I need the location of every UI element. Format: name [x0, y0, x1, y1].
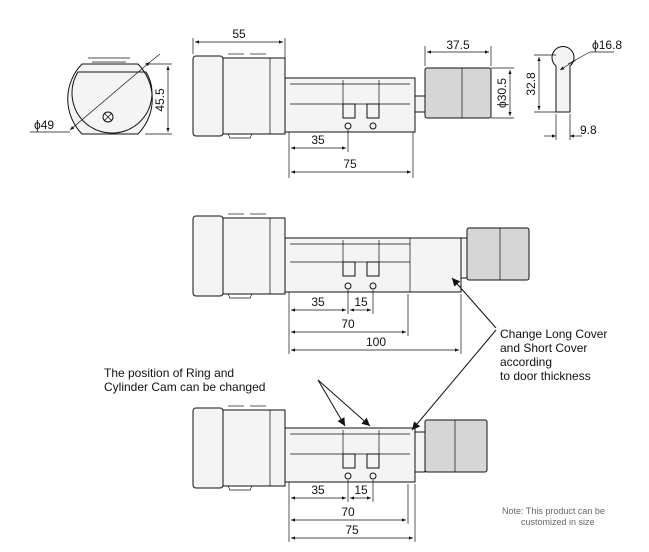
bot-screw-hole-1: [344, 472, 352, 480]
mid-handle-body: [222, 217, 286, 295]
top-dim-75-label: 75: [343, 157, 357, 171]
profile-outline: [551, 46, 575, 113]
note-line-2: customized in size: [521, 517, 595, 527]
profile-height-label: 32.8: [524, 72, 538, 96]
cover-note-line-2: and Short Cover: [500, 341, 587, 355]
dim-37-5-label: 37.5: [446, 38, 470, 52]
cover-annotation: Change Long Cover and Short Cover accord…: [411, 277, 607, 431]
mid-knob-neck: [460, 237, 468, 279]
front-view-diameter-ext: [149, 53, 161, 63]
top-screw-hole-2: [369, 122, 377, 130]
top-cam-2: [366, 103, 380, 119]
mid-handle-foot: [227, 293, 253, 299]
cover-note-line-4: to door thickness: [500, 369, 591, 383]
screw-icon: [102, 111, 114, 123]
top-handle-front: [192, 55, 224, 137]
top-handle-body: [222, 57, 286, 135]
mid-handle-front: [192, 215, 224, 297]
ring-arrow-1: [317, 379, 346, 427]
knob-diameter-label: ϕ30.5: [495, 78, 509, 108]
ring-note-line-1: The position of Ring and: [104, 366, 234, 380]
cover-arrow-down: [411, 329, 497, 431]
bot-handle-body: [222, 409, 286, 487]
dim-55-label: 55: [232, 27, 246, 41]
front-view: 45.5 ϕ49: [30, 53, 172, 135]
mid-knob: [466, 227, 530, 281]
front-view-diameter-line: [69, 61, 151, 131]
bot-knob-neck: [414, 431, 426, 473]
middle-cylinder-view: 35 15 70 100: [192, 213, 530, 354]
ring-arrow-2: [317, 379, 371, 427]
bot-handle-front: [192, 407, 224, 489]
bot-dim-15-label: 15: [354, 483, 368, 497]
top-handle-foot: [227, 133, 253, 139]
bot-dim-75-label: 75: [345, 523, 359, 537]
mid-cam-2: [366, 261, 380, 277]
front-diameter-label: ϕ49: [34, 118, 54, 132]
mid-dim-100-label: 100: [366, 335, 386, 349]
top-dim-35-label: 35: [311, 133, 325, 147]
bot-dim-70-label: 70: [341, 505, 355, 519]
note-line-1: Note: This product can be: [502, 506, 605, 516]
top-cam-1: [342, 103, 356, 119]
mid-screw-hole-1: [344, 282, 352, 290]
cover-note-line-3: according: [500, 355, 552, 369]
top-screw-hole-1: [344, 122, 352, 130]
bot-cam-1: [342, 453, 356, 469]
cover-arrow-up: [451, 277, 497, 329]
size-note: Note: This product can be customized in …: [502, 506, 605, 527]
front-height-label: 45.5: [153, 88, 167, 112]
ring-annotation: The position of Ring and Cylinder Cam ca…: [104, 366, 371, 427]
front-view-outline: [67, 63, 153, 135]
screw-slot2: [103, 112, 113, 122]
profile-diameter-label: ϕ16.8: [592, 38, 622, 52]
top-cylinder-view: 55 37.5 ϕ30.5 35 75: [192, 27, 514, 178]
bot-screw-hole-2: [369, 472, 377, 480]
bottom-cylinder-view: 35 15 70 75: [192, 405, 488, 542]
bot-cam-2: [366, 453, 380, 469]
cover-note-line-1: Change Long Cover: [500, 327, 607, 341]
bot-handle-foot: [227, 485, 253, 491]
profile-width-label: 9.8: [580, 123, 597, 137]
mid-dim-35-label: 35: [311, 295, 325, 309]
bot-knob: [424, 419, 488, 473]
ring-note-line-2: Cylinder Cam can be changed: [104, 380, 265, 394]
bot-dim-35-label: 35: [311, 483, 325, 497]
profile-dia-arrow: [559, 59, 577, 71]
mid-screw-hole-2: [369, 282, 377, 290]
mid-dim-70-label: 70: [341, 317, 355, 331]
top-knob-neck: [414, 95, 426, 113]
mid-cam-1: [342, 261, 356, 277]
profile-dia-leader: [567, 51, 591, 65]
top-knob: [424, 67, 492, 119]
mid-dim-15-label: 15: [354, 295, 368, 309]
profile-view: ϕ16.8 32.8 9.8: [524, 38, 622, 140]
